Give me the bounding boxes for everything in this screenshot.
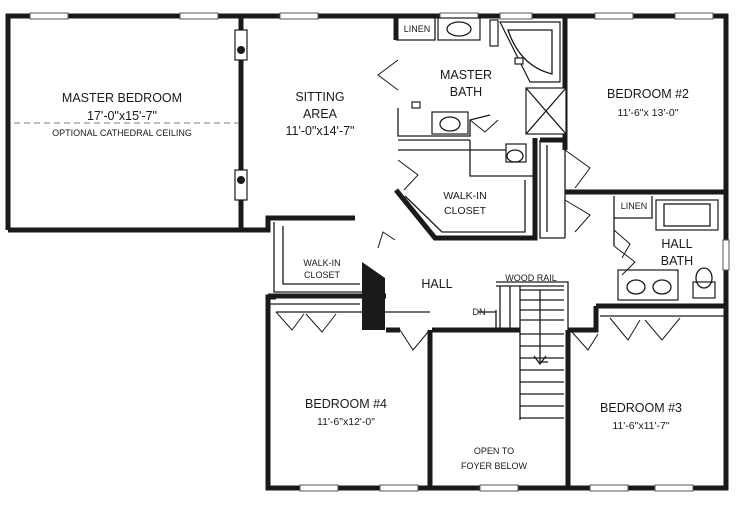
master-bath-name-2: BATH: [450, 85, 482, 99]
master-bath-doors: [377, 59, 499, 249]
sitting-area-name-1: SITTING: [295, 90, 344, 104]
master-closet-name-2: CLOSET: [444, 205, 487, 217]
hall-name: HALL: [421, 277, 452, 291]
hall-bath-name-2: BATH: [661, 254, 693, 268]
master-closet-name-1: WALK-IN: [443, 190, 486, 202]
open-to-foyer-1: OPEN TO: [474, 446, 514, 456]
bedroom2-name: BEDROOM #2: [607, 87, 689, 101]
master-bedroom-dims: 17'-0"x15'-7": [87, 109, 157, 123]
hall-closet-name-1: WALK-IN: [303, 258, 340, 268]
master-sitting-divider: [14, 16, 248, 232]
master-bedroom-note: OPTIONAL CATHEDRAL CEILING: [52, 128, 192, 138]
stair-dn-label: DN: [473, 307, 486, 317]
master-bedroom-name: MASTER BEDROOM: [62, 91, 182, 105]
room-labels: MASTER BEDROOM 17'-0"x15'-7" OPTIONAL CA…: [52, 24, 693, 471]
open-to-foyer-2: FOYER BELOW: [461, 461, 528, 471]
linen-hall-label: LINEN: [621, 201, 648, 211]
master-bath-name-1: MASTER: [440, 68, 492, 82]
bedroom3-dims: 11'-6"x11'-7": [612, 420, 669, 432]
wood-rail-label: WOOD RAIL: [505, 273, 557, 283]
bedroom2-walls: [564, 149, 726, 238]
sitting-area-name-2: AREA: [303, 107, 338, 121]
hall-closet-name-2: CLOSET: [304, 270, 341, 280]
bedroom3-name: BEDROOM #3: [600, 401, 682, 415]
windows: [29, 12, 730, 492]
sitting-area-dims: 11'-0"x14'-7": [285, 124, 354, 138]
closet-walls: [241, 215, 386, 330]
hall-bath-name-1: HALL: [661, 237, 692, 251]
bedroom4-dims: 11'-6"x12'-0": [317, 416, 375, 428]
bedroom4-name: BEDROOM #4: [305, 397, 387, 411]
hall-bath-walls: [613, 196, 719, 301]
staircase: [478, 281, 569, 420]
bedroom2-dims: 11'-6"x 13'-0": [618, 107, 679, 119]
master-bath-walls: [393, 16, 568, 241]
linen-top-label: LINEN: [404, 24, 431, 34]
